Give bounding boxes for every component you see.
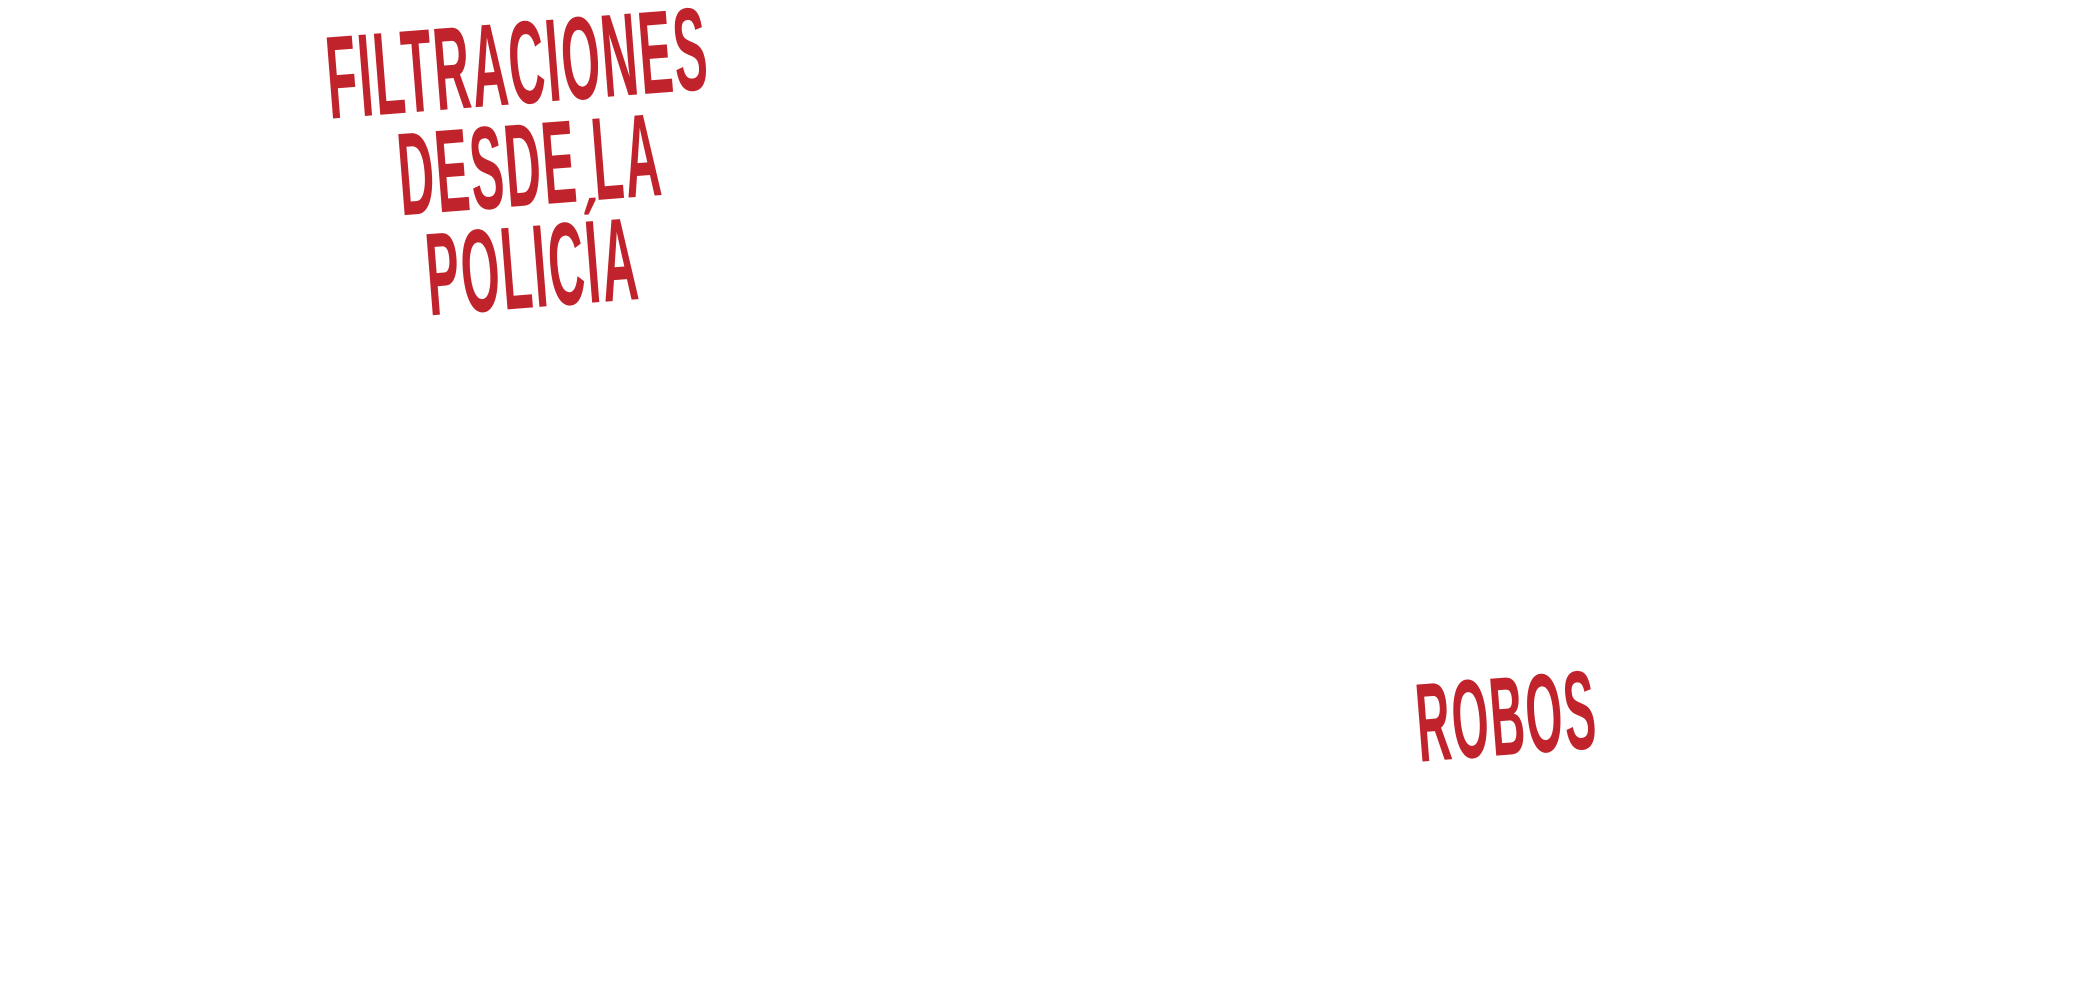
- section-label-text: ROBOS: [1411, 646, 1602, 786]
- main-headline: FILTRACIONES DESDE LA POLICÍA: [321, 0, 727, 341]
- section-label: ROBOS: [1411, 646, 1602, 786]
